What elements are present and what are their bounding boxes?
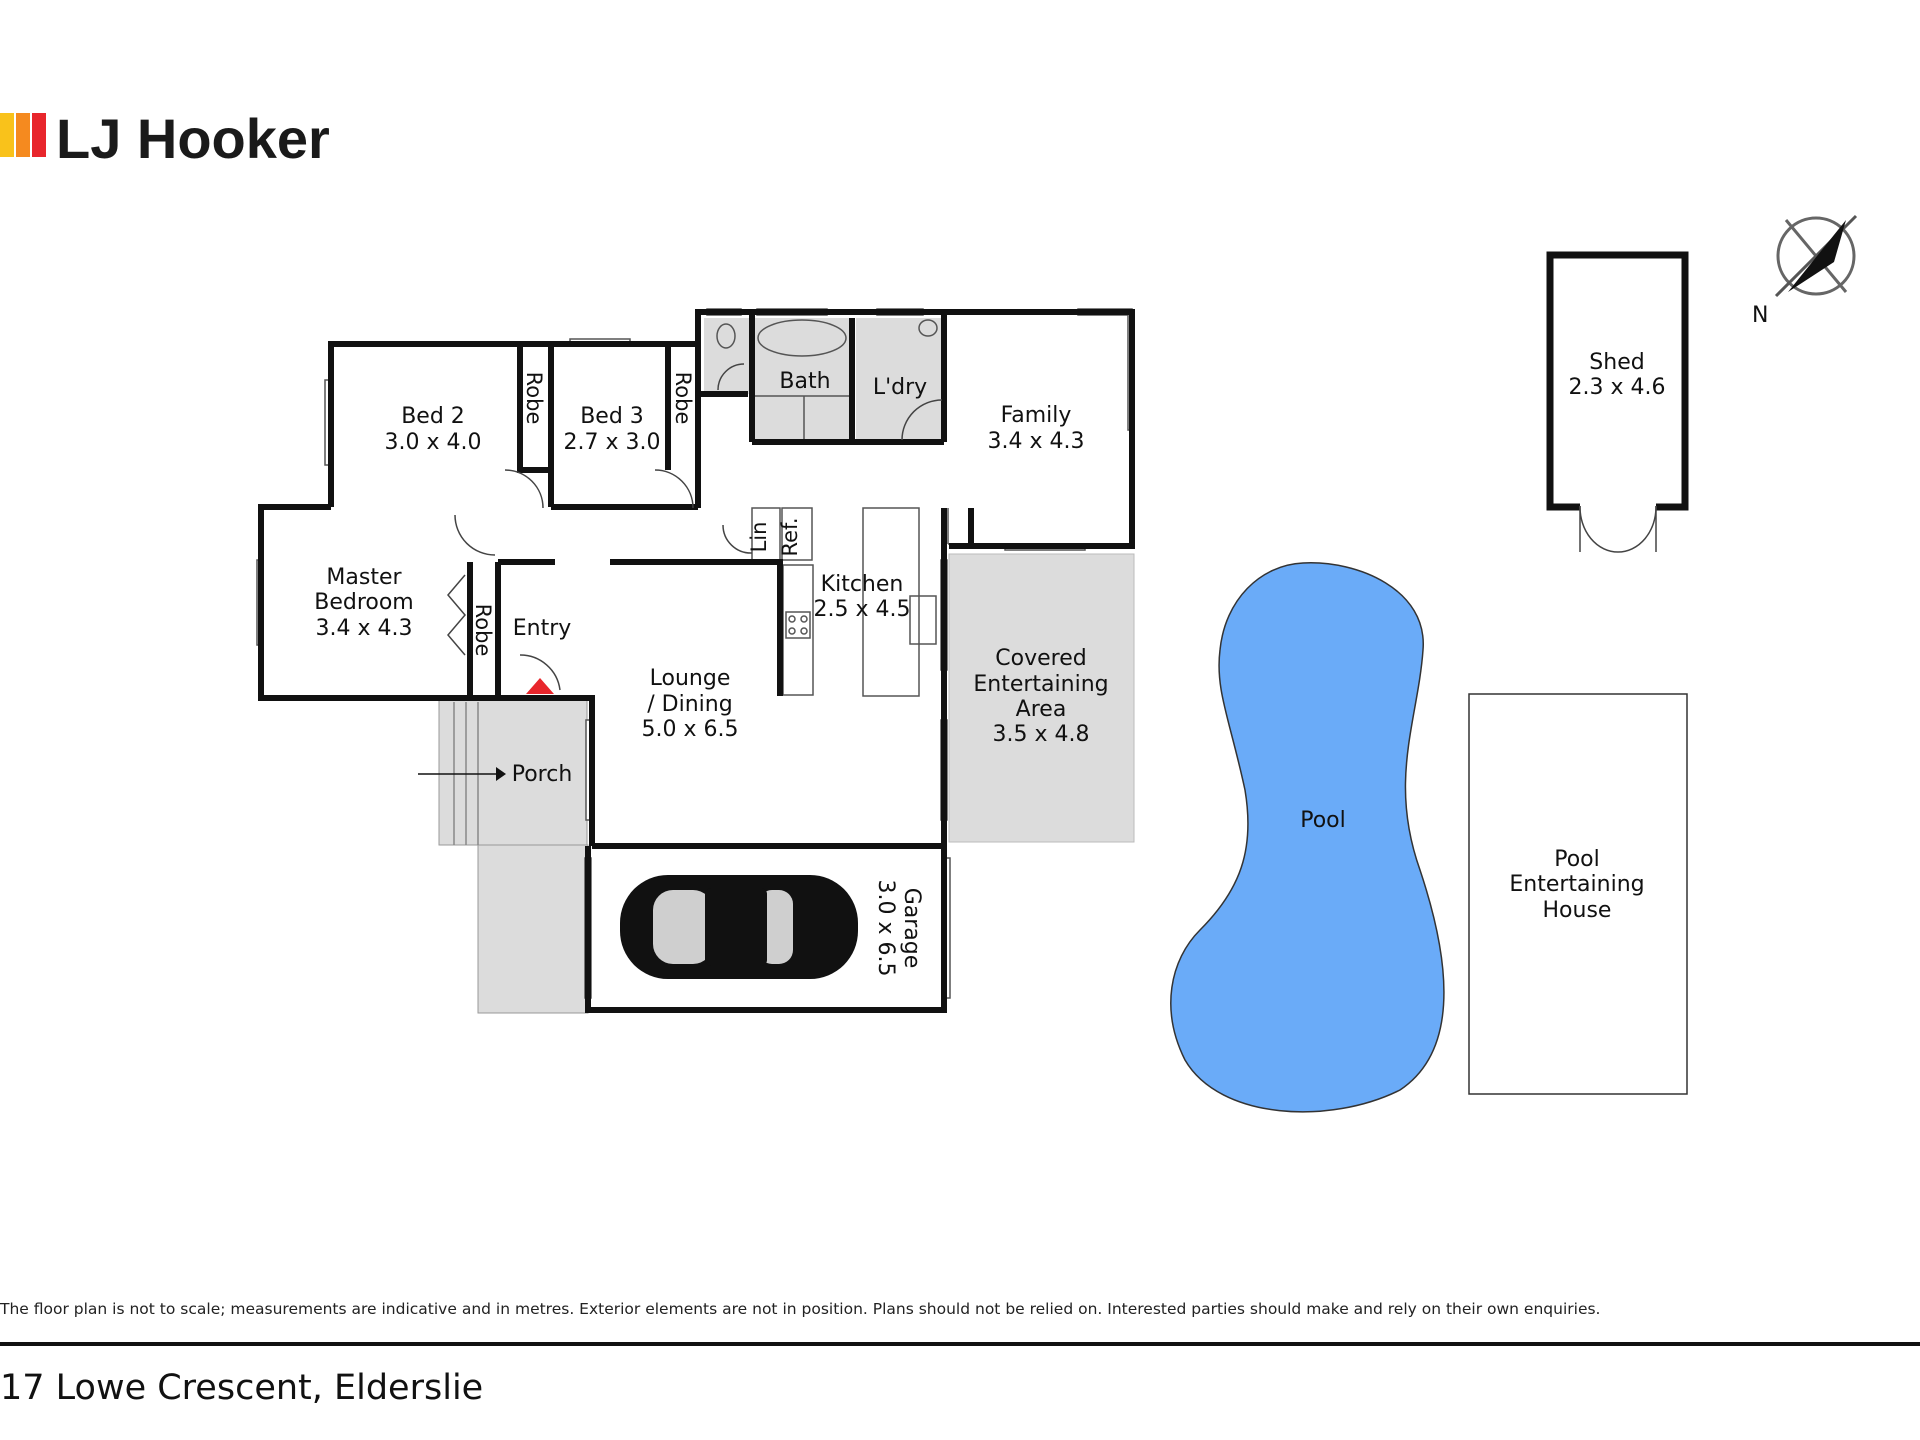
shed-walls (1546, 251, 1689, 511)
car-icon (620, 875, 858, 979)
fridge-label: Ref. (778, 517, 802, 556)
pool-name: Pool (1300, 808, 1346, 833)
laundry-label: L'dry (873, 375, 927, 400)
brand-stripe-orange (16, 113, 30, 157)
property-address: 17 Lowe Crescent, Elderslie (0, 1368, 484, 1408)
covered-size: 3.5 x 4.8 (993, 722, 1090, 747)
shed-door-swing (1579, 505, 1619, 553)
bed2-size: 3.0 x 4.0 (385, 430, 482, 455)
door-swing (722, 524, 753, 554)
master-line1: Master (326, 565, 402, 590)
shed (1546, 251, 1689, 553)
pool-house-line3: House (1543, 898, 1612, 923)
kitchen-bench (782, 564, 814, 696)
covered-entertaining-area (948, 553, 1135, 843)
door-swings (447, 363, 943, 691)
family-size: 3.4 x 4.3 (988, 429, 1085, 454)
burner-icon (800, 627, 808, 635)
door-swing (504, 469, 544, 509)
covered-line3: Area (1016, 697, 1067, 722)
north-compass: N (1752, 214, 1858, 328)
brand-name: LJ Hooker (56, 107, 330, 170)
car-window (653, 890, 713, 964)
garage-size: 3.0 x 6.5 (873, 880, 898, 977)
toilet-floor (704, 318, 750, 394)
brand-stripe-red (32, 113, 46, 157)
door-swing (717, 363, 745, 391)
bed2-robe-label: Robe (522, 372, 546, 425)
cooktop-icon (785, 611, 811, 639)
wall (258, 504, 595, 846)
entry-pointer-icon (496, 767, 506, 781)
wall (610, 559, 783, 696)
lounge-line2: / Dining (647, 692, 732, 717)
brand-logo: LJ Hooker (0, 107, 330, 170)
laundry-tub-icon (918, 319, 938, 337)
sink-icon (909, 595, 937, 645)
brand-stripe-yellow (0, 113, 14, 157)
compass-cross-axis (1774, 214, 1858, 298)
bath-label: Bath (779, 369, 830, 394)
wall (585, 843, 947, 1013)
burner-icon (800, 615, 808, 623)
toilet-icon (716, 323, 736, 349)
shed-door-swing (1617, 505, 1657, 553)
burner-icon (788, 615, 796, 623)
covered-line2: Entertaining (973, 672, 1108, 697)
garage-name: Garage (899, 888, 924, 969)
kitchen-name: Kitchen (821, 572, 904, 597)
porch-label: Porch (512, 762, 573, 787)
compass-north-label: N (1752, 303, 1768, 328)
shed-size: 2.3 x 4.6 (1569, 375, 1666, 400)
door-swing (454, 514, 496, 556)
bifold-door (447, 574, 466, 656)
car-roof (705, 888, 767, 966)
bed3-name: Bed 3 (580, 404, 644, 429)
driveway-area (477, 844, 589, 1014)
walls (258, 309, 1135, 1013)
door-swing (654, 469, 694, 509)
bed3-robe-label: Robe (671, 372, 695, 425)
entry-arrow-icon (526, 678, 554, 694)
linen-label: Lin (747, 522, 771, 553)
laundry-floor (856, 318, 944, 442)
lounge-line1: Lounge (650, 666, 731, 691)
wall (328, 309, 1135, 549)
wall (517, 344, 551, 473)
bed2-name: Bed 2 (401, 404, 465, 429)
pool-entertaining-house (1468, 693, 1688, 1095)
master-size: 3.4 x 4.3 (316, 616, 413, 641)
master-robe-label: Robe (471, 604, 495, 657)
disclaimer-text: The floor plan is not to scale; measurem… (0, 1300, 1601, 1318)
door-swing (519, 654, 561, 691)
entry-path (418, 767, 506, 781)
room-labels: Bed 2 3.0 x 4.0 Bed 3 2.7 x 3.0 Robe Rob… (314, 350, 1665, 976)
pool-house-line1: Pool (1554, 847, 1600, 872)
bath-floor (752, 318, 852, 442)
family-name: Family (1001, 403, 1072, 428)
shed-doorway (1580, 502, 1656, 512)
floor-plan: LJ Hooker N (0, 107, 1858, 1113)
kitchen-size: 2.5 x 4.5 (814, 597, 911, 622)
footer-divider (0, 1342, 1920, 1346)
pool (1170, 562, 1445, 1113)
burner-icon (788, 627, 796, 635)
door-swing (901, 399, 943, 441)
covered-line1: Covered (995, 646, 1086, 671)
lounge-size: 5.0 x 6.5 (642, 717, 739, 742)
bathtub-icon (757, 319, 847, 357)
compass-arrow-icon (1788, 220, 1846, 292)
pool-house-line2: Entertaining (1509, 872, 1644, 897)
bed3-size: 2.7 x 3.0 (564, 430, 661, 455)
shed-name: Shed (1589, 350, 1644, 375)
master-line2: Bedroom (314, 590, 414, 615)
compass-ring-icon (1776, 216, 1856, 296)
entry-label: Entry (513, 616, 572, 641)
fridge-space (781, 507, 813, 561)
